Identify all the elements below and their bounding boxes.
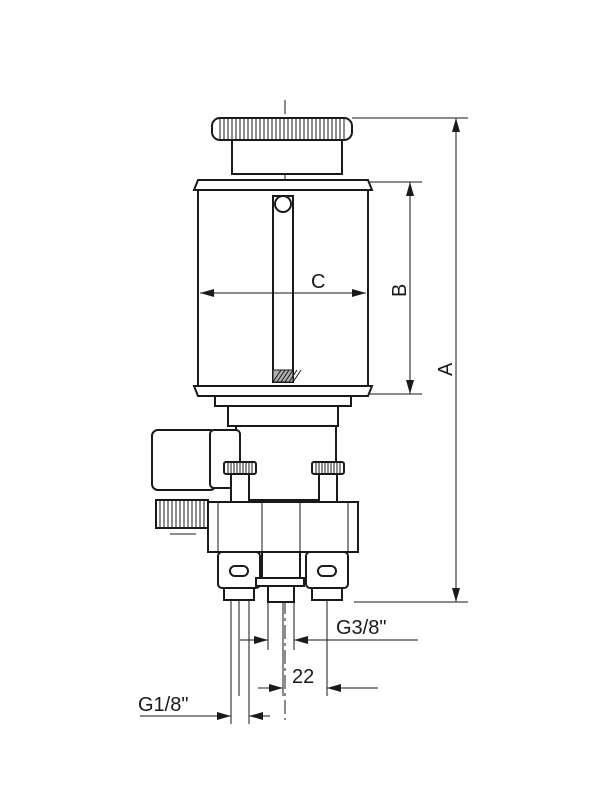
distributor-block — [207, 501, 359, 553]
knurled-cap — [211, 117, 353, 175]
dimension-c-label: C — [311, 271, 325, 293]
hatch-line — [272, 369, 282, 383]
dimension-outlet-spacing — [238, 600, 378, 696]
outlet-spacing-label: 22 — [292, 666, 314, 688]
outlet-right — [305, 551, 349, 601]
hatch-line — [292, 369, 302, 383]
dimension-outlet-thread — [240, 602, 418, 650]
hatch-line — [284, 369, 294, 383]
dimension-b-label: B — [389, 284, 411, 297]
dimension-a — [352, 117, 468, 603]
electrical-connector — [151, 429, 241, 535]
inlet-thread-label: G1/8" — [138, 694, 188, 716]
outlet-thread-label: G3/8" — [336, 617, 386, 639]
dimension-b — [370, 181, 422, 395]
outlet-center — [255, 551, 305, 603]
hatch-line — [276, 369, 286, 383]
level-indicator — [272, 195, 302, 383]
dimension-c — [200, 289, 366, 297]
hatch-line — [288, 369, 298, 383]
dimension-inlet-thread — [140, 600, 270, 724]
outlet-left — [217, 551, 261, 601]
hatch-line — [280, 369, 290, 383]
dimension-a-label: A — [435, 362, 457, 376]
